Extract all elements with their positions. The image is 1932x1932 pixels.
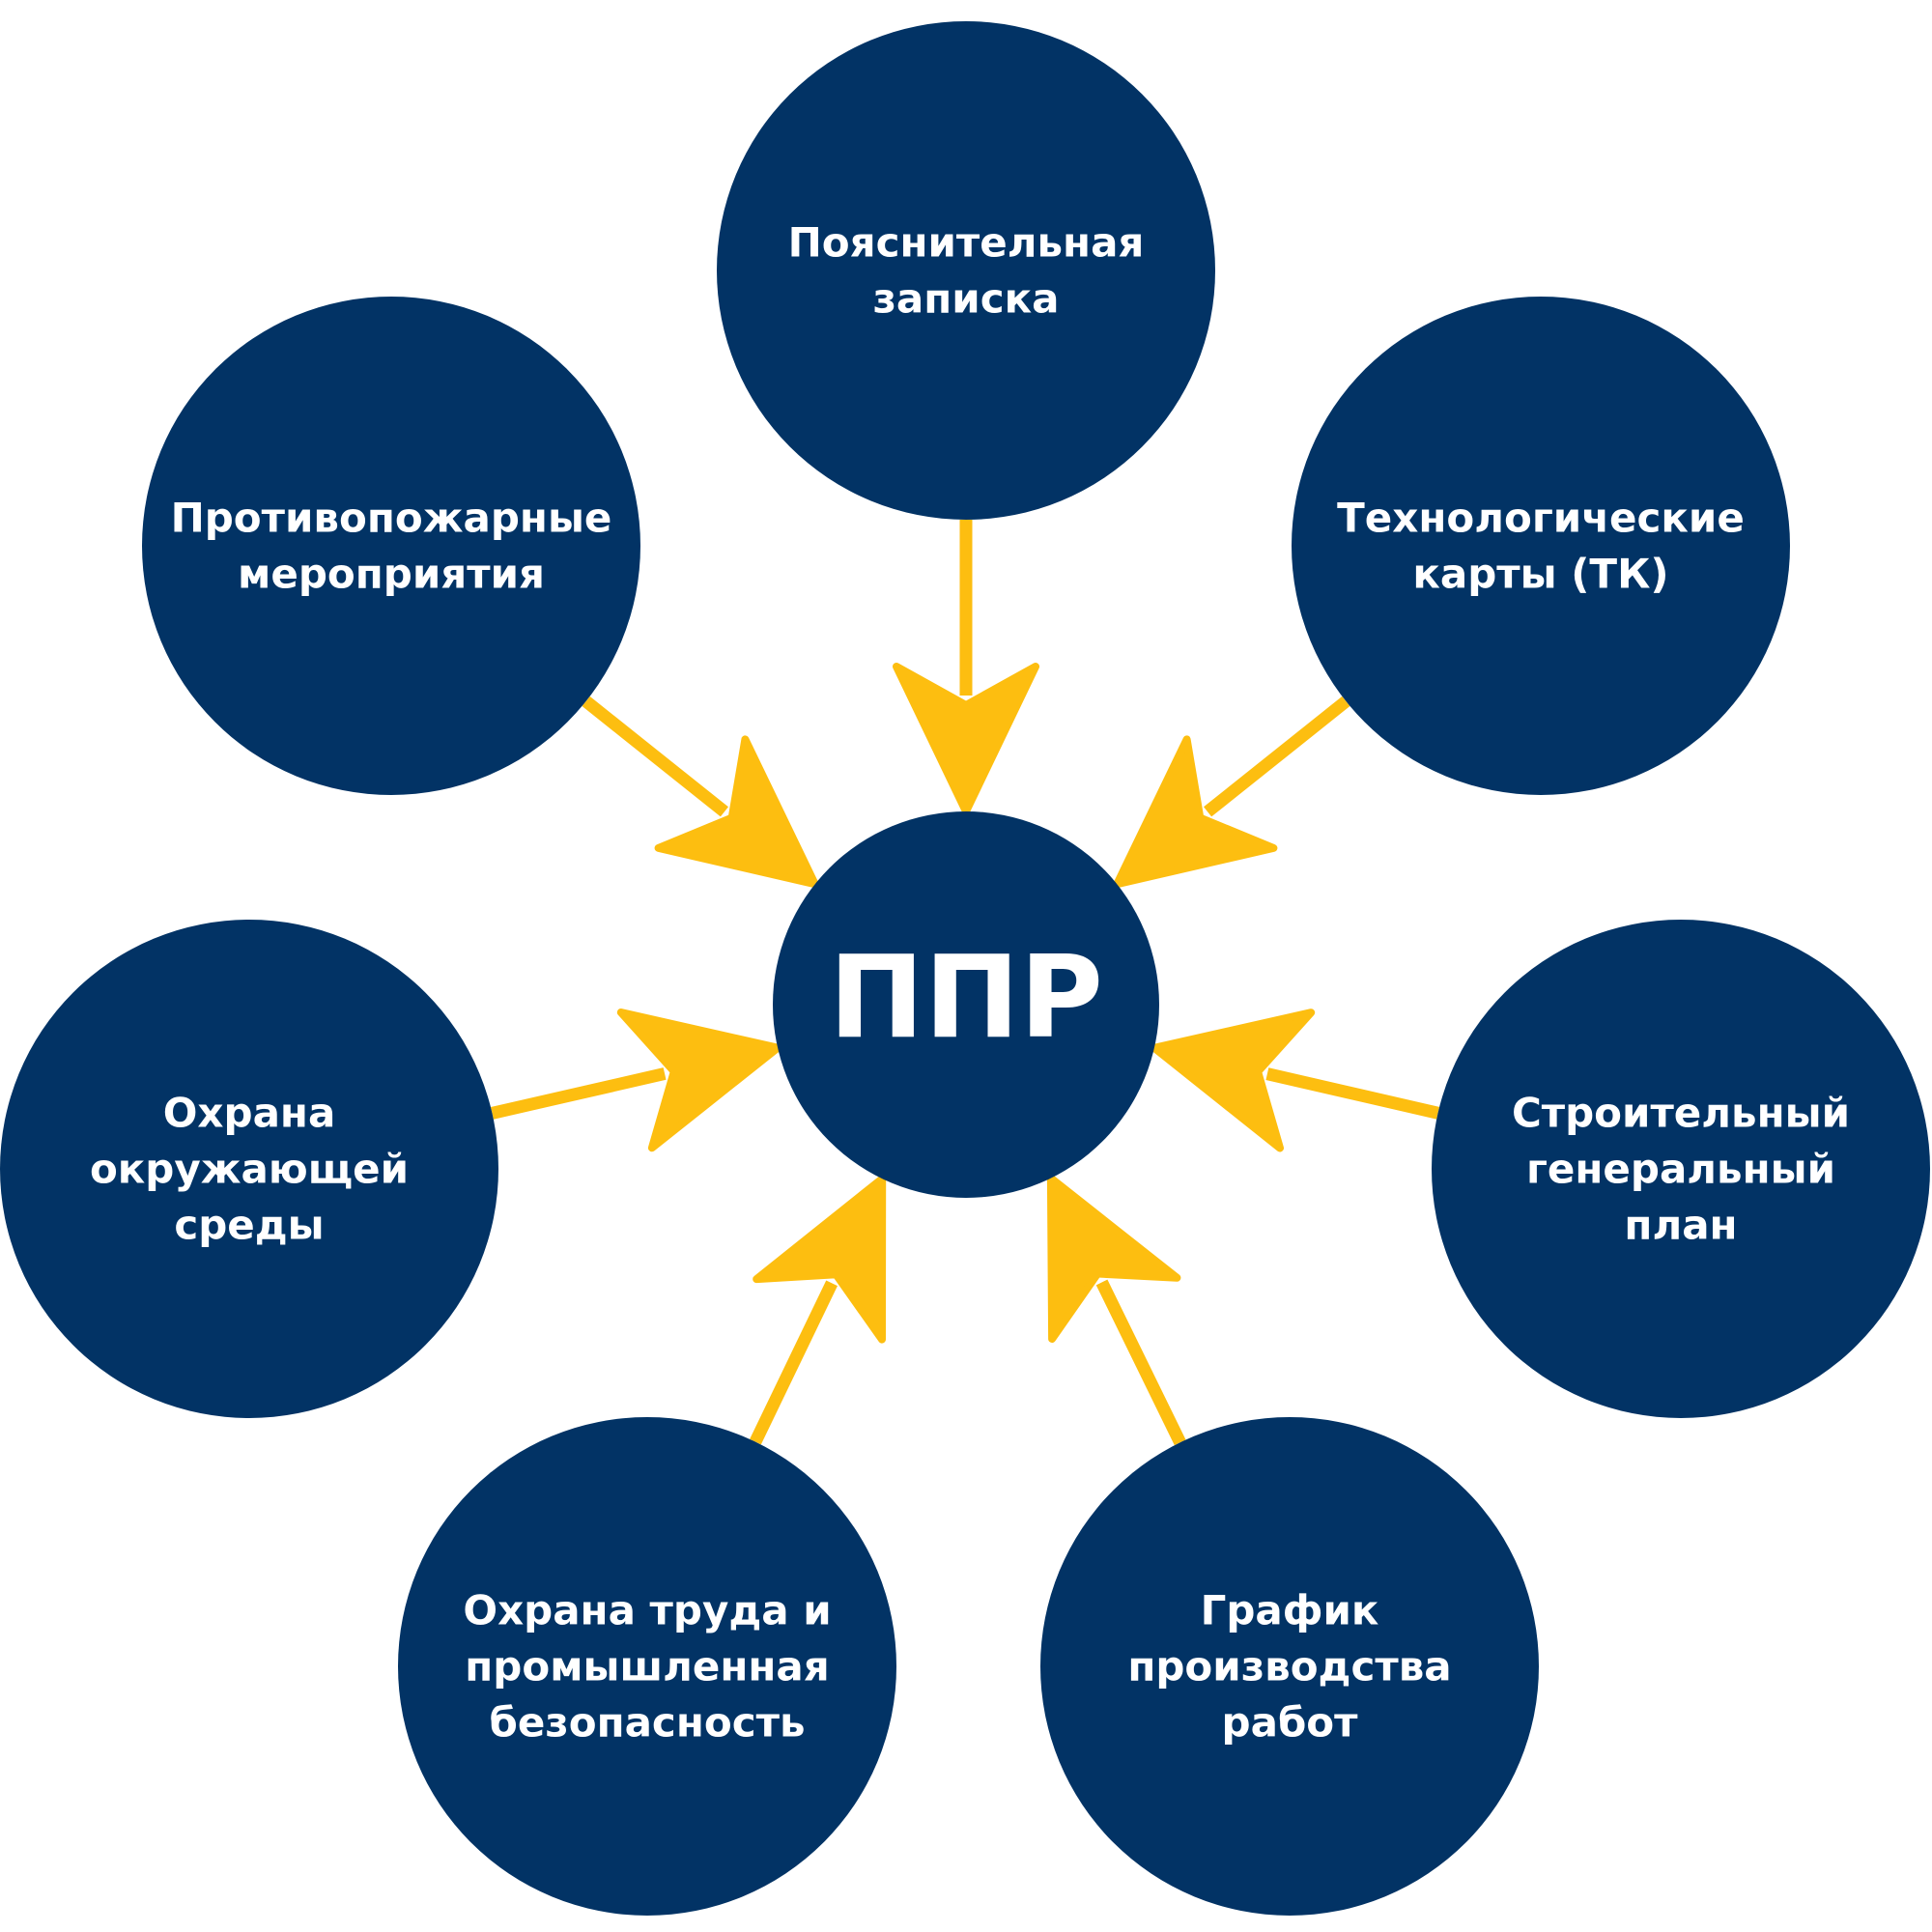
- node-label-line: окружающей: [90, 1146, 409, 1193]
- node-label-line: Охрана труда и: [463, 1587, 831, 1634]
- node-technological-maps: Технологические карты (ТК): [1292, 297, 1790, 795]
- arrow-shaft: [1204, 696, 1350, 817]
- center-node: ППР: [773, 811, 1159, 1198]
- node-label-line: Охрана: [163, 1090, 336, 1137]
- arrow-explanatory-note: [893, 520, 1039, 815]
- node-label-line: Строительный: [1512, 1090, 1850, 1137]
- node-circle: [1292, 297, 1790, 795]
- node-label-line: среды: [174, 1202, 324, 1249]
- node-environmental-protection: Охрана окружающей среды: [0, 920, 498, 1418]
- node-circle: [398, 1417, 896, 1916]
- arrow-head: [1113, 735, 1278, 889]
- node-label-line: работ: [1222, 1699, 1359, 1747]
- node-labor-protection: Охрана труда и промышленная безопасность: [398, 1417, 896, 1916]
- arrow-shaft: [1095, 1279, 1186, 1446]
- arrow-head: [1046, 1174, 1181, 1343]
- node-label: График производства работ: [1127, 1587, 1451, 1747]
- arrow-technological-maps: [1113, 696, 1350, 889]
- node-construction-master-plan: Строительный генеральный план: [1432, 920, 1930, 1418]
- node-explanatory-note: Пояснительная записка: [717, 21, 1215, 520]
- arrow-construction-master-plan: [1150, 1009, 1440, 1152]
- node-label-line: График: [1201, 1587, 1379, 1634]
- node-label-line: генеральный: [1526, 1146, 1835, 1193]
- arrow-head: [893, 663, 1039, 815]
- node-fire-prevention: Противопожарные мероприятия: [142, 297, 640, 795]
- node-circle: [1040, 1417, 1539, 1916]
- node-label-line: производства: [1127, 1643, 1451, 1690]
- arrows-layer: [491, 520, 1440, 1446]
- arrow-fire-prevention: [582, 696, 819, 889]
- node-circle: [1432, 920, 1930, 1418]
- arrow-shaft: [582, 696, 728, 817]
- arrow-head: [753, 1175, 887, 1344]
- node-circle: [142, 297, 640, 795]
- center-circle: [773, 811, 1159, 1198]
- node-work-schedule: График производства работ: [1040, 1417, 1539, 1916]
- center-label: ППР: [829, 930, 1103, 1064]
- node-label: Пояснительная записка: [788, 219, 1145, 323]
- node-label-line: план: [1624, 1202, 1737, 1249]
- arrow-shaft: [750, 1280, 838, 1445]
- arrow-head: [616, 1009, 782, 1152]
- arrow-shaft: [1265, 1067, 1440, 1120]
- node-label: Технологические карты (ТК): [1337, 495, 1745, 598]
- node-circle: [717, 21, 1215, 520]
- arrow-labor-protection: [750, 1175, 887, 1445]
- node-label-line: Пояснительная: [788, 219, 1145, 267]
- node-label: Охрана труда и промышленная безопасность: [463, 1587, 831, 1747]
- arrow-shaft: [491, 1067, 667, 1120]
- node-label: Противопожарные мероприятия: [171, 495, 612, 598]
- node-label-line: мероприятия: [238, 551, 545, 598]
- node-label-line: промышленная: [465, 1643, 829, 1690]
- arrow-head: [1150, 1009, 1316, 1152]
- node-circle: [0, 920, 498, 1418]
- arrow-head: [654, 735, 819, 889]
- node-label-line: записка: [873, 275, 1060, 323]
- node-label-line: карты (ТК): [1412, 551, 1668, 598]
- node-label-line: Противопожарные: [171, 495, 612, 542]
- node-label-line: Технологические: [1337, 495, 1745, 542]
- node-label: Строительный генеральный план: [1512, 1090, 1850, 1249]
- node-label: Охрана окружающей среды: [90, 1090, 409, 1249]
- node-label-line: безопасность: [490, 1699, 806, 1747]
- arrow-environmental-protection: [491, 1009, 782, 1152]
- arrow-work-schedule: [1046, 1174, 1186, 1446]
